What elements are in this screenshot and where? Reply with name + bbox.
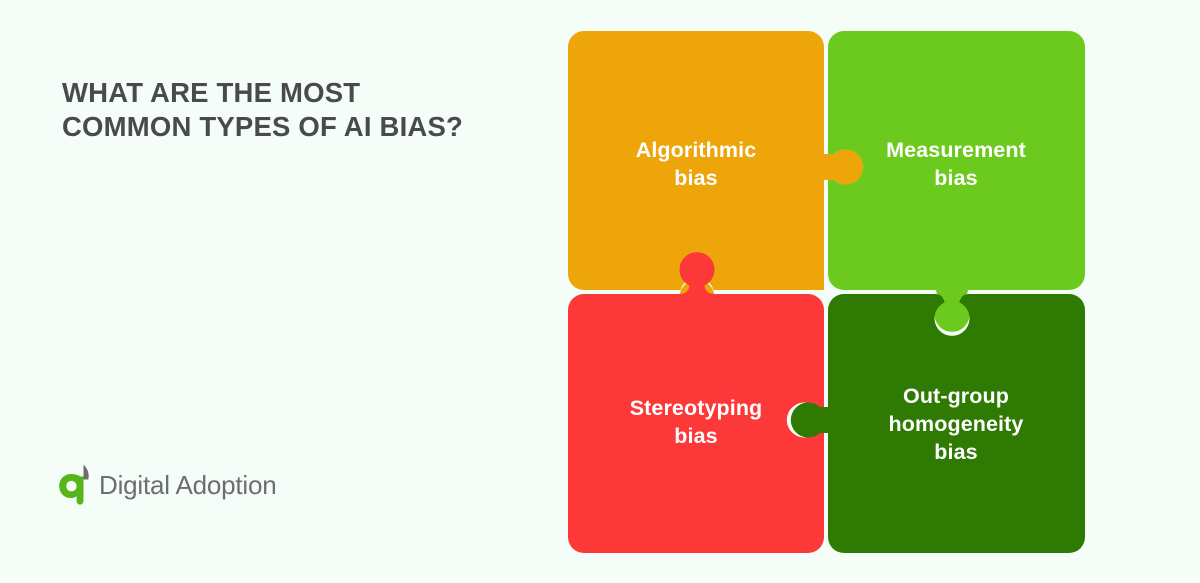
piece-shape-measurement-bias [828,31,1085,332]
connector-outgroup-to-stereotyping [790,402,828,438]
connector-algorithmic-to-measurement [824,149,864,185]
piece-shape-stereotyping-bias [568,252,824,553]
puzzle-piece-out-group-homogeneity-bias[interactable]: Out-group homogeneity bias [790,294,1085,553]
piece-label-measurement-bias-line-1: Measurement [886,138,1026,162]
puzzle-piece-algorithmic-bias[interactable]: Algorithmic bias [568,31,864,315]
piece-label-out-group-line-1: Out-group [903,384,1009,408]
piece-label-algorithmic-bias-line-1: Algorithmic [636,138,757,162]
brand-name: Digital Adoption [99,469,277,500]
piece-label-out-group-line-2: homogeneity [889,412,1024,436]
left-panel: WHAT ARE THE MOST COMMON TYPES OF AI BIA… [0,0,560,583]
page-title-line-1: WHAT ARE THE MOST [62,77,361,109]
piece-label-algorithmic-bias-line-2: bias [674,166,717,190]
piece-label-stereotyping-bias-line-1: Stereotyping [630,396,763,420]
piece-label-out-group-line-3: bias [934,440,977,464]
puzzle-svg: Algorithmic bias Measurement bias Stereo… [568,31,1085,553]
piece-label-stereotyping-bias-line-2: bias [674,424,717,448]
puzzle-piece-measurement-bias[interactable]: Measurement bias [828,31,1085,332]
puzzle-diagram: Algorithmic bias Measurement bias Stereo… [560,20,1100,565]
brand-logo: Digital Adoption [58,462,277,508]
page-title-line-2: COMMON TYPES OF AI BIAS? [62,111,464,143]
piece-label-measurement-bias-line-2: bias [934,166,977,190]
page-title: WHAT ARE THE MOST COMMON TYPES OF AI BIA… [62,76,502,144]
piece-shape-out-group-homogeneity-bias [828,294,1085,553]
digital-adoption-logo-icon [59,464,89,505]
piece-shape-algorithmic-bias [568,31,824,315]
puzzle-piece-stereotyping-bias[interactable]: Stereotyping bias [568,252,824,553]
